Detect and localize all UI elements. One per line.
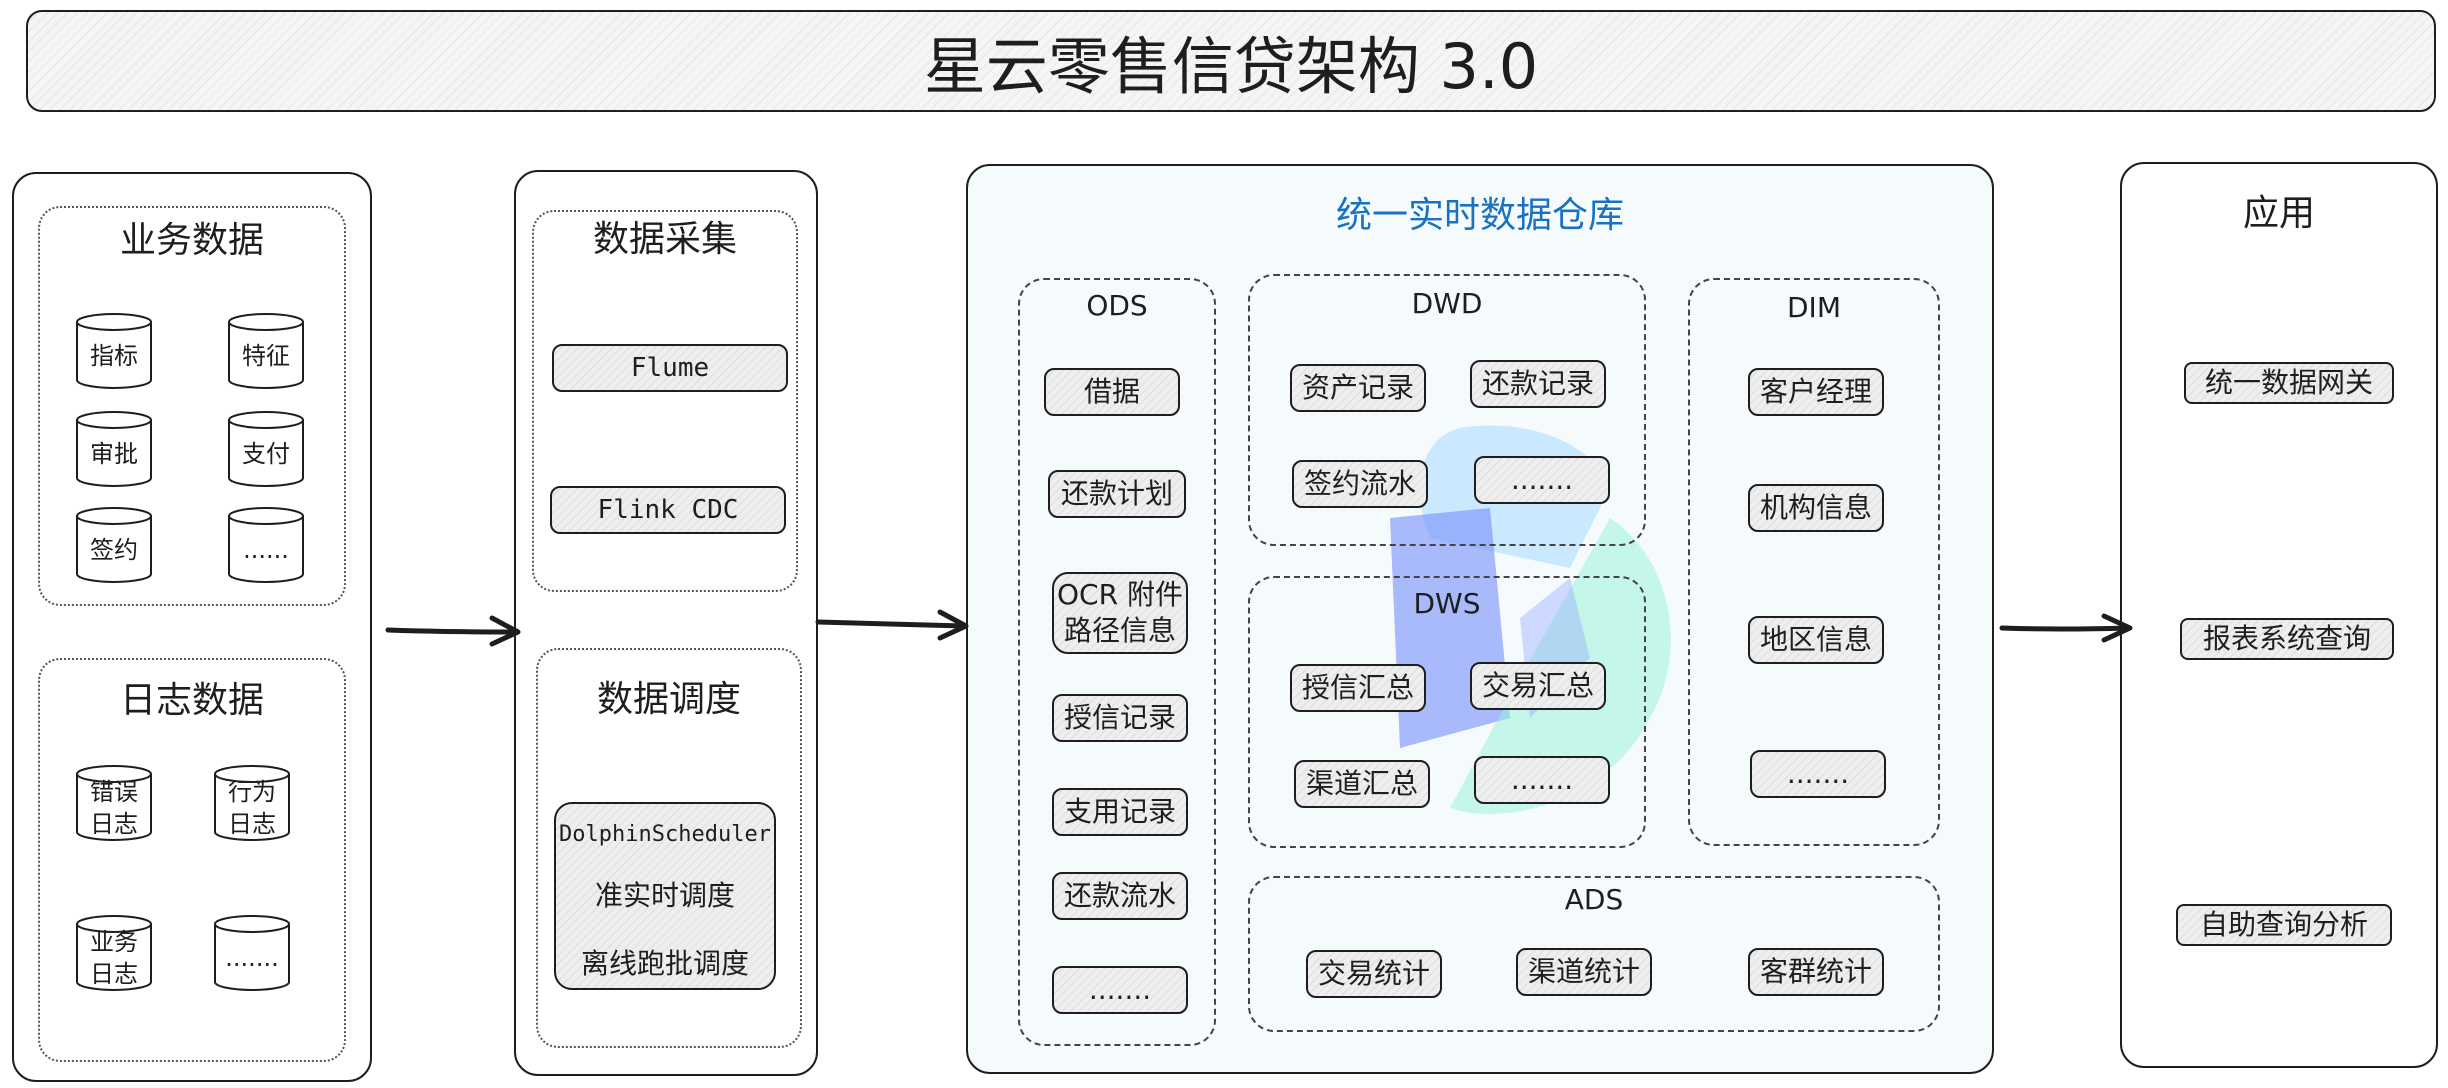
scheduler-tool-label: DolphinScheduler (559, 821, 771, 847)
cylinder-label: 审批 (90, 440, 138, 468)
cylinder-label: 错误 日志 (90, 778, 138, 838)
cylinder-payment: 支付 (227, 410, 305, 488)
dim-group (1688, 278, 1940, 846)
ods-item-ocr-attachment: OCR 附件 路径信息 (1052, 572, 1188, 654)
log-data-title: 日志数据 (119, 680, 264, 721)
warehouse-title: 统一实时数据仓库 (1335, 195, 1624, 236)
ods-item-repay-flow: 还款流水 (1052, 872, 1188, 920)
ads-item-trade-stats: 交易统计 (1306, 950, 1442, 998)
dim-item-more: ....... (1750, 750, 1886, 798)
app-self-service-analysis: 自助查询分析 (2176, 904, 2392, 946)
cylinder-feature: 特征 (227, 312, 305, 390)
cylinder-label: ....... (225, 944, 279, 972)
ods-item-drawdown-record: 支用记录 (1052, 788, 1188, 836)
flume-box: Flume (552, 344, 788, 392)
arrow-sources-to-ingestion (385, 615, 521, 647)
business-data-title: 业务数据 (119, 220, 264, 261)
cylinder-label: 业务 日志 (90, 928, 138, 988)
dwd-item-more: ....... (1474, 456, 1610, 504)
ods-item-more: ....... (1052, 966, 1188, 1014)
cylinder-business-log: 业务 日志 (75, 914, 153, 992)
dwd-item-sign-flow: 签约流水 (1292, 460, 1428, 508)
schedule-group (536, 648, 802, 1048)
title-bar: 星云零售信贷架构 3.0 (26, 10, 2436, 112)
dws-title: DWS (1413, 586, 1481, 620)
dim-item-account-manager: 客户经理 (1748, 368, 1884, 416)
dim-item-org-info: 机构信息 (1748, 484, 1884, 532)
dwd-item-repay-record: 还款记录 (1470, 360, 1606, 408)
ods-item-credit-record: 授信记录 (1052, 694, 1188, 742)
flink-cdc-box: Flink CDC (550, 486, 786, 534)
business-data-group (38, 206, 346, 606)
cylinder-behavior-log: 行为 日志 (213, 764, 291, 842)
cylinder-error-log: 错误 日志 (75, 764, 153, 842)
scheduler-box (554, 802, 776, 990)
ads-item-customer-stats: 客群统计 (1748, 948, 1884, 996)
batch-schedule-label: 离线跑批调度 (580, 947, 749, 980)
collect-group (532, 210, 798, 592)
dws-item-more: ....... (1474, 756, 1610, 804)
collect-title: 数据采集 (592, 219, 737, 260)
dwd-title: DWD (1411, 286, 1483, 320)
dws-group (1248, 576, 1646, 848)
dwd-group (1248, 274, 1646, 546)
cylinder-indicator: 指标 (75, 312, 153, 390)
cylinder-label: 支付 (242, 440, 290, 468)
dim-title: DIM (1787, 290, 1841, 324)
ods-item-iou: 借据 (1044, 368, 1180, 416)
cylinder-approval: 审批 (75, 410, 153, 488)
cylinder-more: ...... (227, 506, 305, 584)
schedule-title: 数据调度 (596, 679, 741, 720)
cylinder-label: 签约 (90, 536, 138, 564)
ads-item-channel-stats: 渠道统计 (1516, 948, 1652, 996)
dwd-item-asset-record: 资产记录 (1290, 364, 1426, 412)
cylinder-sign: 签约 (75, 506, 153, 584)
page-title: 星云零售信贷架构 3.0 (923, 30, 1539, 103)
cylinder-label: 特征 (242, 342, 290, 370)
dws-item-channel-summary: 渠道汇总 (1294, 760, 1430, 808)
app-unified-gateway: 统一数据网关 (2184, 362, 2394, 404)
near-realtime-schedule-label: 准实时调度 (594, 879, 735, 912)
dws-item-trade-summary: 交易汇总 (1470, 662, 1606, 710)
log-data-group (38, 658, 346, 1062)
ads-title: ADS (1564, 882, 1624, 916)
cylinder-log-more: ....... (213, 914, 291, 992)
ads-group (1248, 876, 1940, 1032)
cylinder-label: ...... (243, 536, 289, 564)
app-report-query: 报表系统查询 (2180, 618, 2394, 660)
ods-item-repay-plan: 还款计划 (1048, 470, 1186, 518)
cylinder-label: 指标 (90, 342, 138, 370)
dws-item-credit-summary: 授信汇总 (1290, 664, 1426, 712)
arrow-warehouse-to-applications (1999, 613, 2133, 643)
arrow-ingestion-to-warehouse (815, 609, 969, 641)
ods-title: ODS (1086, 288, 1148, 322)
cylinder-label: 行为 日志 (228, 778, 276, 838)
ods-group (1018, 278, 1216, 1046)
applications-title: 应用 (2242, 193, 2315, 234)
dim-item-region-info: 地区信息 (1748, 616, 1884, 664)
sources-panel (12, 172, 372, 1082)
